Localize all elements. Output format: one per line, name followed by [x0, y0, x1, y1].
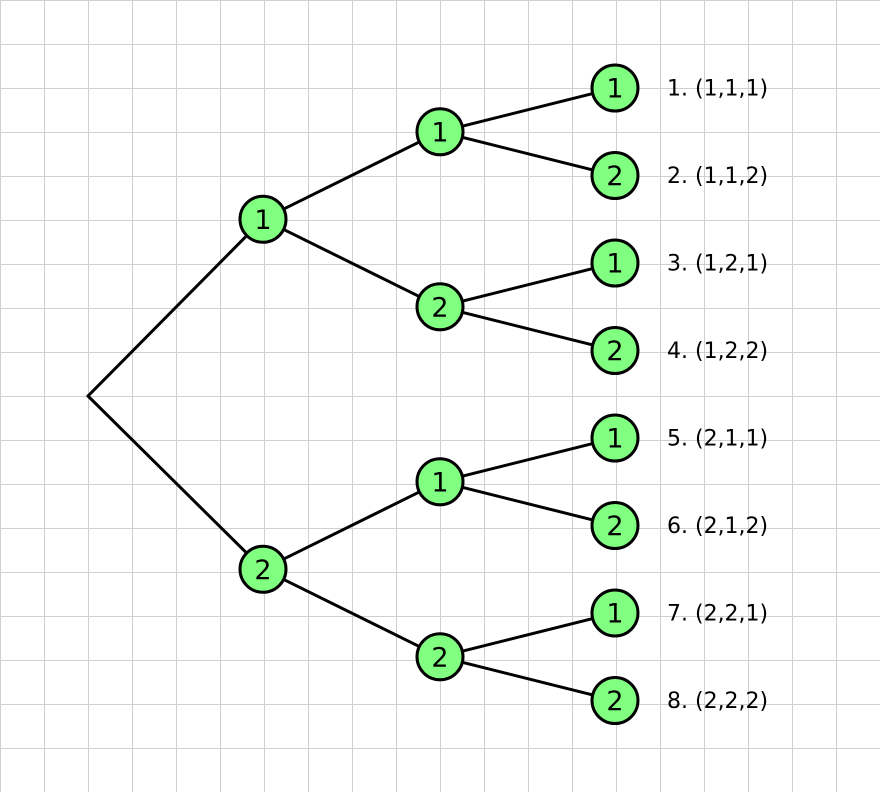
node-label: 1 — [254, 205, 271, 236]
tree-edge — [282, 140, 421, 211]
node-label: 1 — [606, 74, 623, 105]
tree-node: 1 — [238, 194, 288, 244]
tree-node: 1 — [590, 413, 640, 463]
tree-edge — [282, 490, 421, 561]
node-circle — [415, 282, 465, 332]
node-label: 2 — [606, 511, 623, 542]
node-circle — [590, 326, 640, 375]
node-circle — [590, 238, 640, 288]
tree-node: 2 — [590, 326, 640, 375]
node-circle — [415, 632, 465, 682]
node-label: 1 — [606, 249, 623, 280]
node-circle — [238, 544, 288, 594]
tree-edge — [460, 310, 595, 347]
node-label: 1 — [606, 599, 623, 630]
tree-edge — [460, 92, 595, 128]
tree-edge — [86, 234, 249, 398]
node-circle — [415, 107, 465, 157]
node-circle — [590, 588, 640, 638]
tree-node: 2 — [415, 282, 465, 332]
tree-edge — [460, 617, 595, 653]
outcome-label: 5. (2,1,1) — [667, 427, 768, 452]
tree-nodes: 1 1 1 2 2 1 2 2 1 1 2 2 1 2 — [238, 63, 640, 725]
tree-edge — [460, 135, 595, 172]
tree-node: 2 — [238, 544, 288, 594]
tree-edge — [86, 394, 249, 555]
node-circle — [238, 194, 288, 244]
outcome-label: 1. (1,1,1) — [667, 77, 768, 102]
node-label: 1 — [606, 424, 623, 455]
tree-edge — [460, 267, 595, 303]
outcome-label: 4. (1,2,2) — [667, 339, 768, 364]
tree-node: 2 — [590, 151, 640, 200]
tree-edge — [460, 660, 595, 697]
tree-node: 1 — [590, 238, 640, 288]
node-label: 2 — [254, 555, 271, 586]
tree-edge — [282, 227, 421, 299]
tree-node: 1 — [590, 63, 640, 113]
outcome-label: 2. (1,1,2) — [667, 164, 768, 189]
tree-node: 2 — [590, 501, 640, 550]
node-circle — [590, 501, 640, 550]
node-circle — [590, 676, 640, 725]
node-circle — [590, 151, 640, 200]
node-label: 2 — [606, 336, 623, 367]
node-label: 2 — [606, 161, 623, 192]
tree-edges — [86, 92, 595, 697]
outcome-labels: 1. (1,1,1) 2. (1,1,2) 3. (1,2,1) 4. (1,2,2)… — [667, 77, 768, 715]
node-label: 2 — [431, 292, 448, 323]
tree-edge — [460, 442, 595, 478]
outcome-label: 8. (2,2,2) — [667, 689, 768, 714]
node-circle — [590, 413, 640, 463]
node-label: 1 — [431, 467, 448, 498]
tree-node: 2 — [590, 676, 640, 725]
outcome-label: 3. (1,2,1) — [667, 252, 768, 277]
node-label: 1 — [431, 117, 448, 148]
tree-node: 1 — [415, 107, 465, 157]
tree-node: 1 — [590, 588, 640, 638]
node-label: 2 — [431, 642, 448, 673]
tree-edge — [460, 485, 595, 522]
outcome-label: 7. (2,2,1) — [667, 602, 768, 627]
tree-node: 2 — [415, 632, 465, 682]
tree-edge — [282, 577, 421, 649]
node-circle — [415, 457, 465, 507]
outcome-label: 6. (2,1,2) — [667, 514, 768, 539]
node-circle — [590, 63, 640, 113]
tree-node: 1 — [415, 457, 465, 507]
node-label: 2 — [606, 686, 623, 717]
